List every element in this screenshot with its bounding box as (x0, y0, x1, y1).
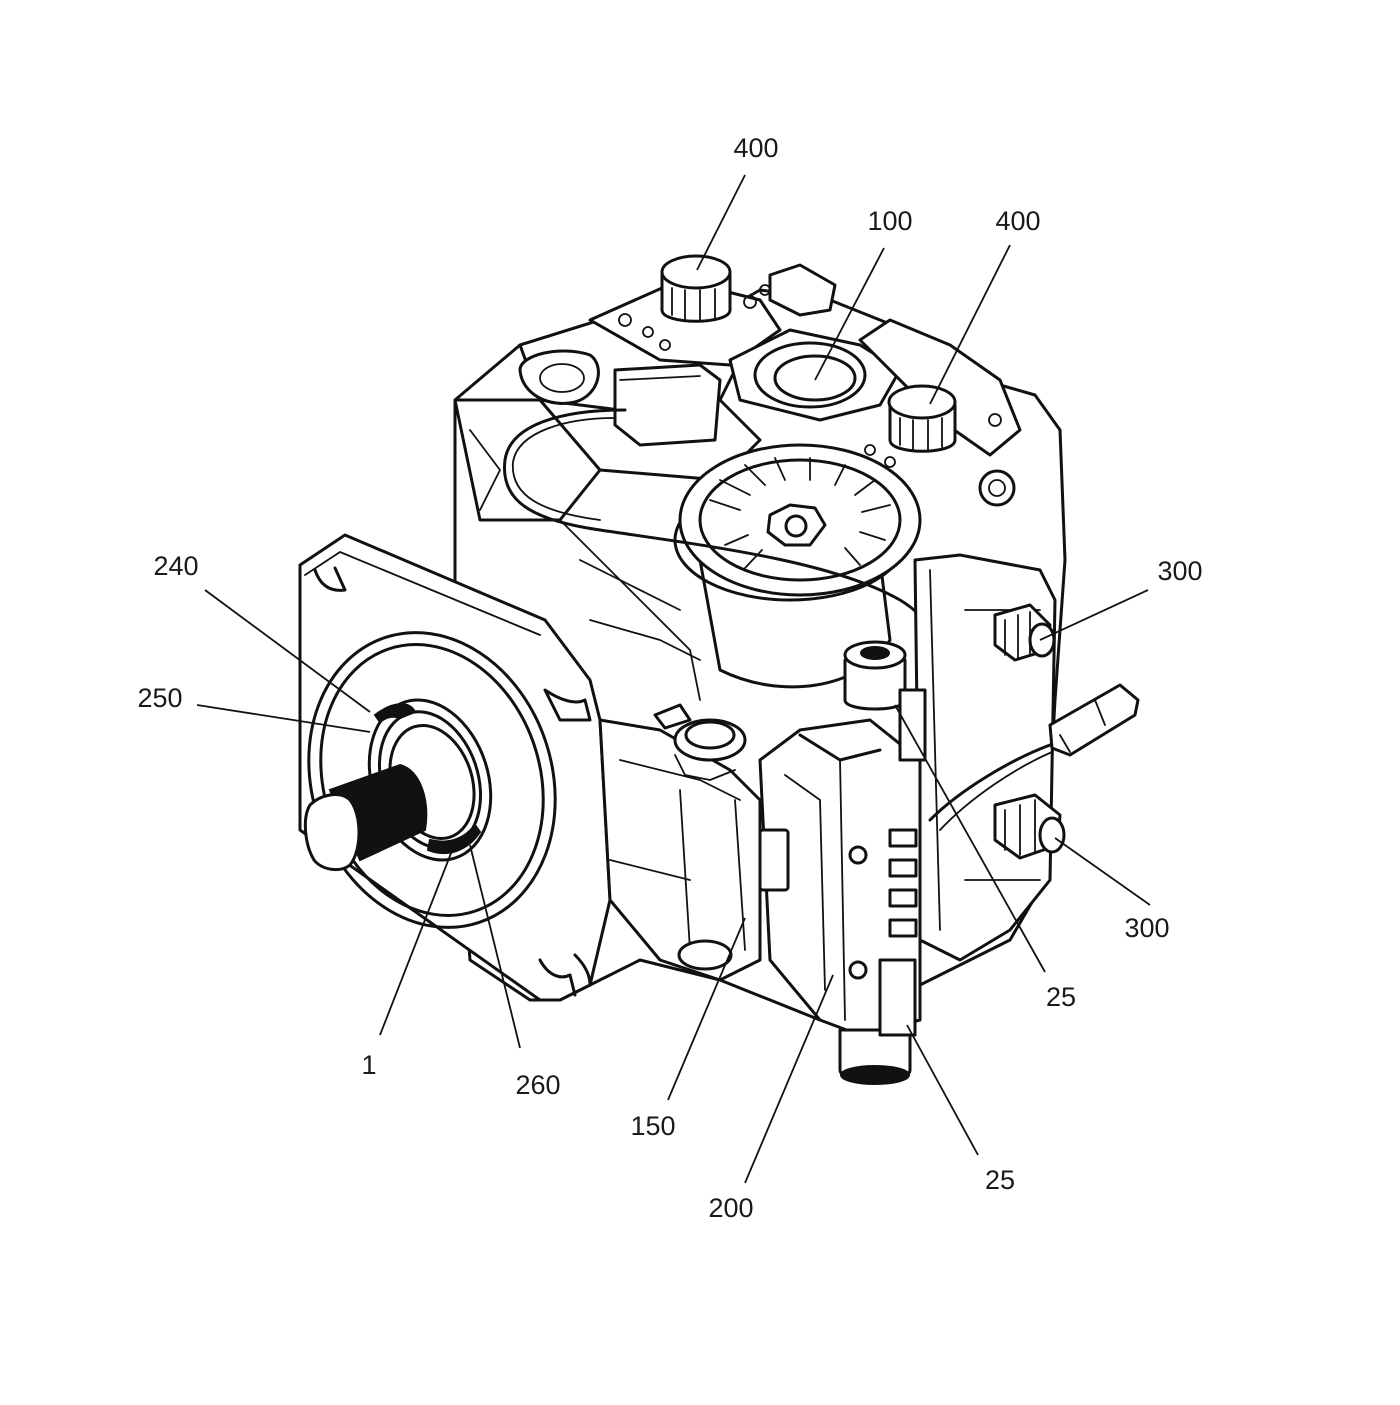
label-250: 250 (137, 683, 182, 713)
label-240: 240 (153, 551, 198, 581)
leader-1 (379, 842, 456, 1036)
leader-400-left (696, 174, 746, 271)
leader-150 (667, 917, 746, 1101)
leader-lines (196, 174, 1151, 1184)
leader-100 (814, 247, 885, 381)
leader-25-upper (894, 704, 1046, 973)
leader-400-right (929, 244, 1011, 405)
sensor-25-upper (843, 640, 927, 762)
label-150: 150 (630, 1111, 675, 1141)
fitting-300-lower (993, 793, 1066, 860)
label-100: 100 (867, 206, 912, 236)
label-300-upper: 300 (1157, 556, 1202, 586)
upper-connector (518, 349, 722, 447)
label-400-left: 400 (733, 133, 778, 163)
label-1: 1 (361, 1050, 376, 1080)
harness-plug (928, 683, 1140, 831)
cap-400-right (887, 384, 957, 453)
label-25-upper: 25 (1046, 982, 1076, 1012)
label-200: 200 (708, 1193, 753, 1223)
leader-200 (744, 974, 834, 1184)
leader-250 (196, 704, 371, 733)
fan-rotor (678, 443, 922, 597)
sensor-25-lower (838, 958, 917, 1085)
label-300-lower: 300 (1124, 913, 1169, 943)
splined-shaft (303, 763, 428, 872)
valve-body-150 (598, 718, 762, 982)
electronic-module-200 (758, 718, 922, 1037)
leader-25-lower (906, 1024, 979, 1156)
leader-300-upper (1039, 589, 1149, 641)
label-400-right: 400 (995, 206, 1040, 236)
label-25-lower: 25 (985, 1165, 1015, 1195)
leader-240 (204, 589, 371, 713)
reference-labels: 400 100 400 240 250 300 300 25 1 260 150… (137, 133, 1202, 1223)
leader-260 (469, 844, 521, 1049)
cap-400-left (660, 254, 732, 323)
valve-plug (653, 703, 747, 781)
leader-300-lower (1054, 837, 1151, 906)
label-260: 260 (515, 1070, 560, 1100)
